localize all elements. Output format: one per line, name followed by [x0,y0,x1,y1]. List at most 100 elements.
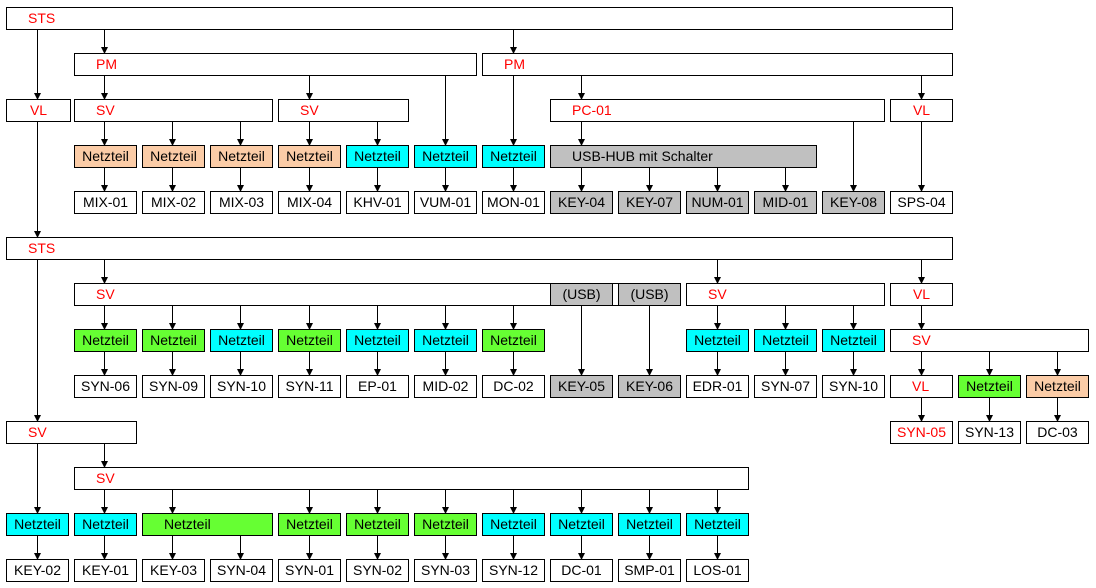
node-sts2: STS [6,237,953,260]
node-box [754,191,817,214]
node-dc02: DC-02 [482,375,545,398]
node-label: USB-HUB mit Schalter [572,148,713,164]
node-label: SYN-06 [81,378,130,394]
node-box [890,329,1089,352]
node-box [482,191,545,214]
node-box [346,191,409,214]
node-box [686,513,749,536]
node-box [890,375,953,398]
node-label: SYN-13 [965,424,1014,440]
node-label: Netzteil [966,378,1013,394]
node-label: VL [912,378,929,394]
node-smp01: SMP-01 [618,559,681,582]
node-label: SYN-11 [286,378,334,394]
node-label: VL [913,102,930,118]
node-nt-syn03: Netzteil [414,513,477,536]
node-label: Netzteil [490,148,537,164]
node-label: SYN-03 [421,562,470,578]
node-box [74,559,137,582]
node-box [6,513,69,536]
node-box [550,145,817,168]
node-box [210,145,273,168]
node-box [482,513,545,536]
node-box [686,559,749,582]
node-label: MID-02 [423,378,469,394]
node-usb-1: (USB) [550,283,613,306]
node-nt-syn06: Netzteil [74,329,137,352]
node-label: SYN-07 [761,378,810,394]
node-box [74,191,137,214]
node-nt-syn11: Netzteil [278,329,341,352]
node-mix03: MIX-03 [210,191,273,214]
node-label: Netzteil [286,332,333,348]
node-nt-mix04: Netzteil [278,145,341,168]
node-label: Netzteil [422,516,469,532]
node-box [142,329,205,352]
node-syn06: SYN-06 [74,375,137,398]
node-nt-smp01: Netzteil [618,513,681,536]
node-box [346,559,409,582]
node-mid02: MID-02 [414,375,477,398]
node-box [74,329,137,352]
node-label: KEY-03 [150,562,197,578]
node-key04: KEY-04 [550,191,613,214]
node-syn04: SYN-04 [210,559,273,582]
node-nt-khv01: Netzteil [346,145,409,168]
node-sv-right: SV [890,329,1089,352]
node-usb-hub: USB-HUB mit Schalter [550,145,817,168]
node-box [550,375,613,398]
node-box [210,191,273,214]
node-mon01: MON-01 [482,191,545,214]
node-box [6,99,71,122]
node-key03: KEY-03 [142,559,205,582]
node-box [6,559,69,582]
node-box [278,559,341,582]
node-syn03: SYN-03 [414,559,477,582]
node-box [6,7,953,30]
node-label: KHV-01 [353,194,401,210]
node-box [414,329,477,352]
node-box [686,191,749,214]
node-usb-2: (USB) [618,283,681,306]
node-label: Netzteil [82,332,129,348]
node-label: Netzteil [490,332,537,348]
node-nt-edr01: Netzteil [686,329,749,352]
node-label: PM [96,56,117,72]
node-label: KEY-05 [558,378,605,394]
node-label: Netzteil [558,516,605,532]
node-box [278,513,341,536]
node-mix02: MIX-02 [142,191,205,214]
node-key08: KEY-08 [822,191,885,214]
node-label: Netzteil [1034,378,1081,394]
node-sv-syn-a: SV [74,283,681,306]
node-syn13: SYN-13 [958,421,1021,444]
node-label: KEY-07 [626,194,673,210]
node-label: Netzteil [82,516,129,532]
node-syn11: SYN-11 [278,375,341,398]
node-dc01: DC-01 [550,559,613,582]
node-label: Netzteil [422,148,469,164]
node-box [686,375,749,398]
node-sv-mix-a: SV [74,99,273,122]
node-box [482,145,545,168]
node-label: NUM-01 [691,194,743,210]
node-box [958,421,1021,444]
node-label: SV [300,102,319,118]
node-box [550,559,613,582]
node-box [278,145,341,168]
node-label: SV [96,470,115,486]
node-label: SPS-04 [897,194,945,210]
node-syn01: SYN-01 [278,559,341,582]
node-label: SYN-05 [897,424,946,440]
node-vum01: VUM-01 [414,191,477,214]
node-label: Netzteil [150,148,197,164]
node-mid01: MID-01 [754,191,817,214]
node-label: Netzteil [490,516,537,532]
node-box [6,421,137,444]
node-box [142,375,205,398]
node-nt-syn09: Netzteil [142,329,205,352]
node-label: MIX-03 [219,194,264,210]
node-nt-syn07: Netzteil [754,329,817,352]
